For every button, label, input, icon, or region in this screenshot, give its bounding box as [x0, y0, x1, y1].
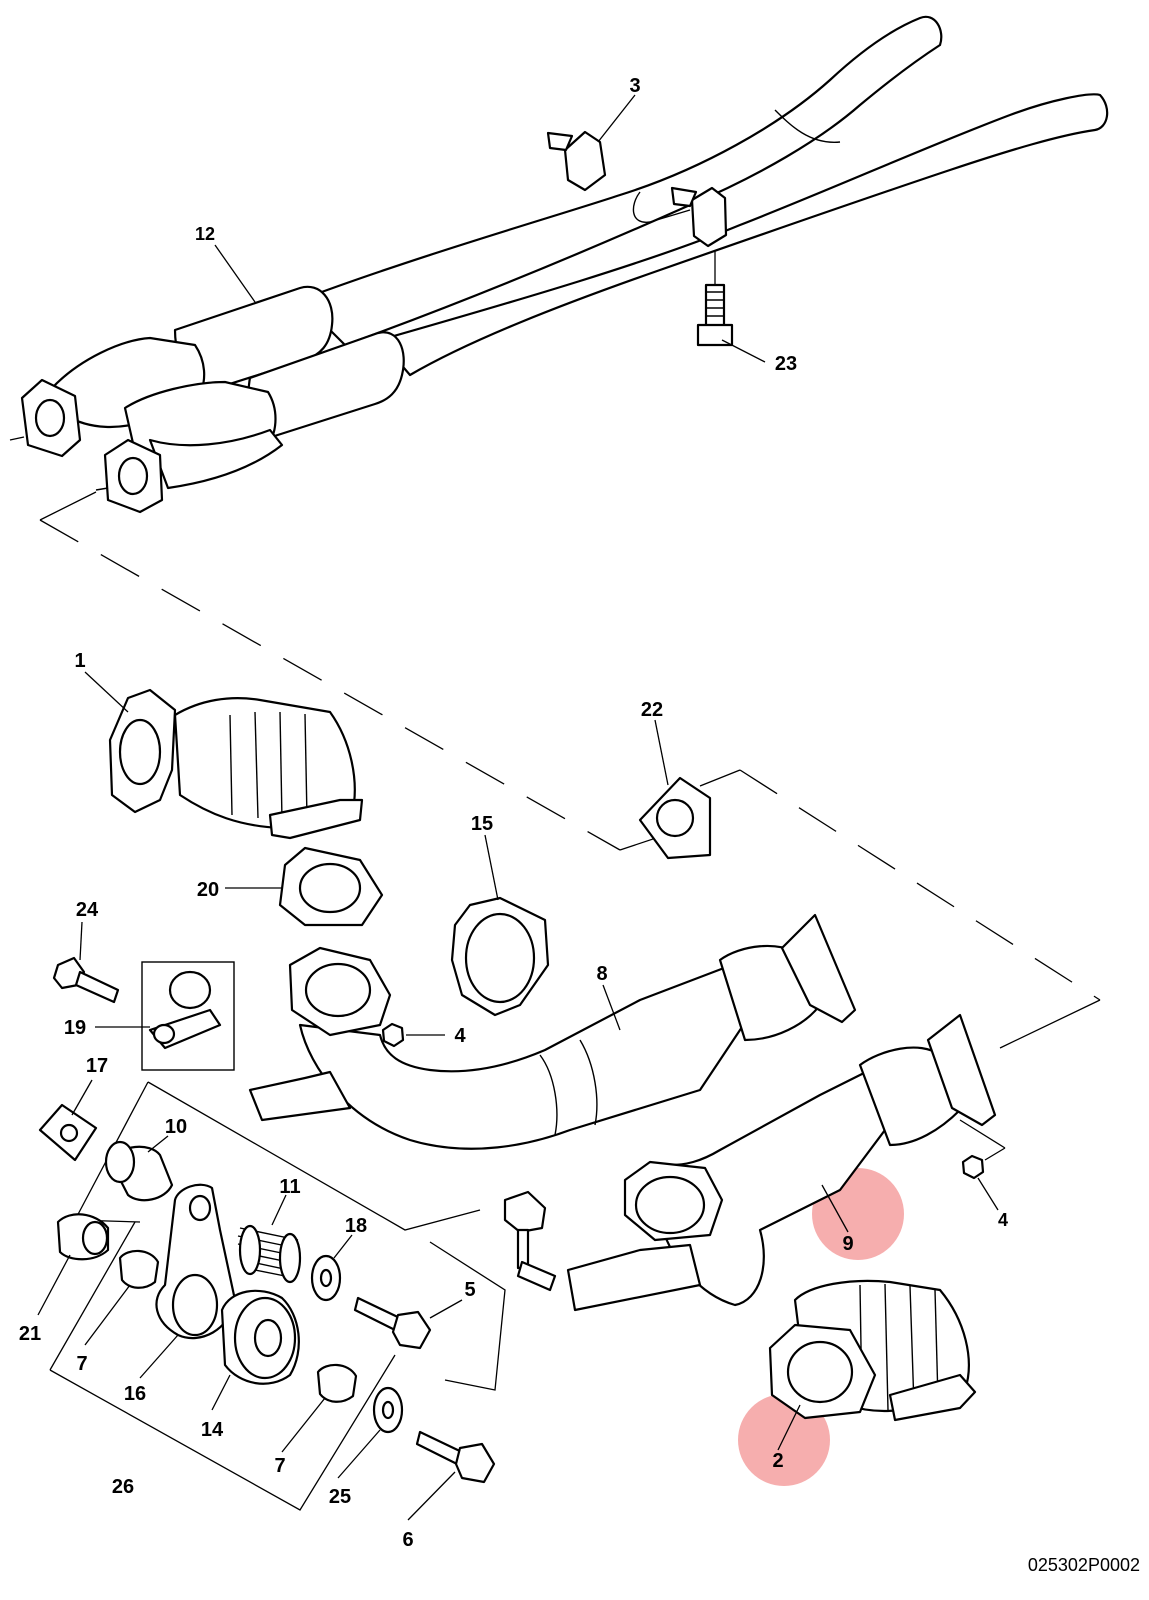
nut-4-lower: [961, 1154, 985, 1180]
callout-labels: 1 2 3 4 4 5 6 7 7 8 9 10 11 12 14 15 16 …: [19, 75, 1008, 1551]
bracket-19: [141, 961, 235, 1071]
front-pipe-8: [248, 913, 857, 1150]
rubber-mount-14: [220, 1289, 300, 1385]
callout-26: 26: [112, 1476, 134, 1498]
callout-7-left: 7: [76, 1353, 87, 1375]
callout-4-lower: 4: [998, 1210, 1008, 1230]
rear-exhaust-assembly: [9, 15, 1109, 514]
callout-4-upper: 4: [454, 1025, 466, 1047]
callout-8: 8: [596, 963, 607, 985]
callout-11: 11: [279, 1176, 300, 1198]
link-rod: [503, 1190, 557, 1292]
callout-18: 18: [345, 1215, 367, 1237]
spacer-7-left: [118, 1249, 160, 1289]
callout-3: 3: [629, 75, 640, 97]
callout-7-right: 7: [274, 1455, 285, 1477]
bolt-6: [415, 1430, 496, 1484]
bracket-16: [155, 1183, 237, 1340]
bolt-24: [52, 956, 120, 1004]
bolt-5: [353, 1296, 432, 1350]
callout-14: 14: [201, 1419, 224, 1441]
callout-9: 9: [842, 1233, 853, 1255]
callout-6: 6: [402, 1529, 413, 1551]
catalytic-converter-1: [108, 688, 364, 840]
reference-code: 025302P0002: [1028, 1555, 1140, 1575]
sleeve-10: [104, 1140, 174, 1202]
callout-19: 19: [64, 1017, 86, 1039]
callout-12: 12: [195, 224, 215, 244]
spacer-7-right: [316, 1363, 358, 1403]
callout-20: 20: [197, 879, 219, 901]
callout-1: 1: [74, 650, 85, 672]
alignment-line-right: [739, 769, 1101, 1001]
callout-23: 23: [775, 353, 797, 375]
callout-24: 24: [76, 899, 99, 921]
bolt-23: [696, 283, 734, 347]
callout-10: 10: [165, 1116, 187, 1138]
callout-2: 2: [772, 1450, 783, 1472]
callout-15: 15: [471, 813, 493, 835]
catalytic-converter-2: [768, 1279, 977, 1422]
callout-25: 25: [329, 1486, 351, 1508]
nut-4-upper: [381, 1022, 405, 1048]
callout-16: 16: [124, 1383, 146, 1405]
callout-17: 17: [86, 1055, 108, 1077]
callout-22: 22: [641, 699, 663, 721]
leader-lines: [37, 94, 1006, 1521]
callout-5: 5: [464, 1279, 475, 1301]
alignment-line-upper: [39, 519, 621, 851]
front-pipe-9: [566, 1013, 997, 1312]
bushing-21: [56, 1213, 110, 1261]
callout-21: 21: [19, 1323, 41, 1345]
spring-11: [237, 1224, 302, 1284]
